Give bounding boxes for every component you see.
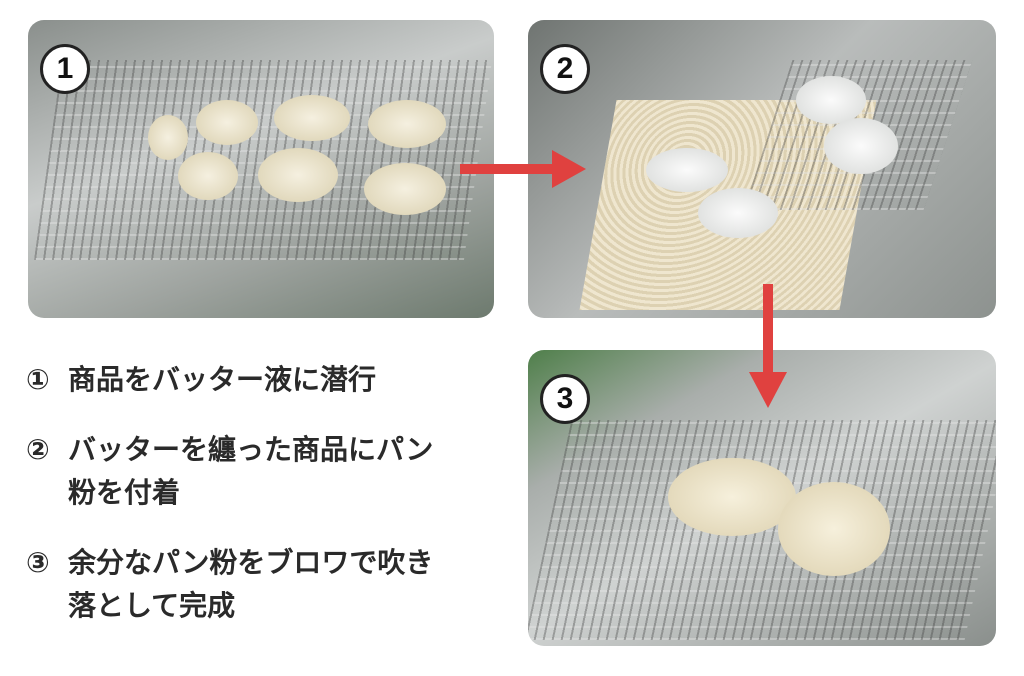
patty xyxy=(364,163,446,215)
patty xyxy=(258,148,338,202)
step-text: 余分なパン粉をブロワで吹き落として完成 xyxy=(68,546,434,622)
photo-step-2-breading: 2 xyxy=(528,20,996,318)
photo-step-1-batter-coating: 1 xyxy=(28,20,494,318)
patty xyxy=(178,152,238,200)
patty xyxy=(796,76,866,124)
step-text: 商品をバッター液に潜行 xyxy=(68,363,377,396)
patty xyxy=(148,115,188,160)
breaded-patty xyxy=(778,482,890,576)
step-badge-2: 2 xyxy=(540,44,590,94)
step-item-2: ② バッターを纏った商品にパン粉を付着 xyxy=(26,428,466,514)
step-number: ② xyxy=(26,433,50,466)
step-list: ① 商品をバッター液に潜行 ② バッターを纏った商品にパン粉を付着 ③ 余分なパ… xyxy=(26,358,466,654)
patty xyxy=(196,100,258,145)
patty xyxy=(646,148,728,192)
arrow-down-icon xyxy=(749,284,787,408)
photo-step-3-finished: 3 xyxy=(528,350,996,646)
patty xyxy=(274,95,350,141)
arrow-right-icon xyxy=(460,150,586,188)
step-item-1: ① 商品をバッター液に潜行 xyxy=(26,358,466,401)
step-badge-3: 3 xyxy=(540,374,590,424)
step-badge-1: 1 xyxy=(40,44,90,94)
patty xyxy=(824,118,898,174)
step-text: バッターを纏った商品にパン粉を付着 xyxy=(68,433,434,509)
breaded-patty xyxy=(668,458,796,536)
step-number: ③ xyxy=(26,546,50,579)
patty xyxy=(368,100,446,148)
patty xyxy=(698,188,778,238)
step-number: ① xyxy=(26,363,50,396)
step-item-3: ③ 余分なパン粉をブロワで吹き落として完成 xyxy=(26,541,466,627)
